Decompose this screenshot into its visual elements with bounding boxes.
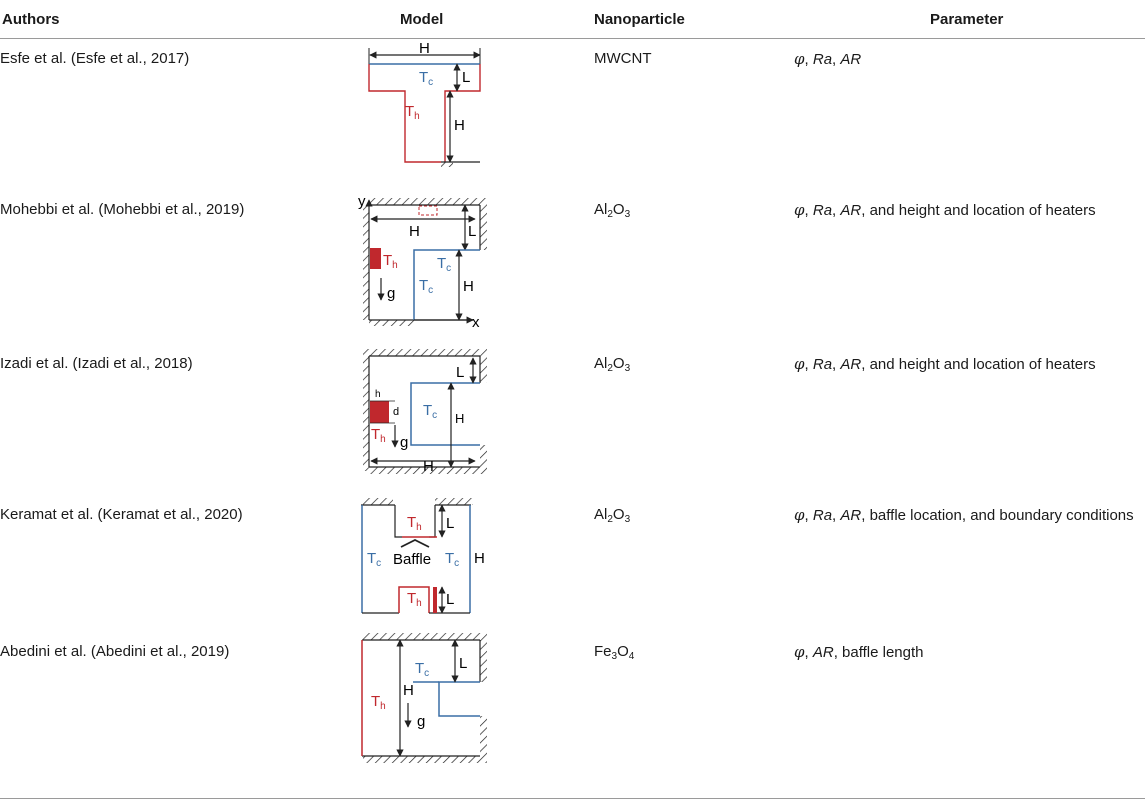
svg-text:Th: Th	[383, 252, 398, 271]
svg-text:Th: Th	[371, 693, 386, 712]
row5-authors: Abedini et al. (Abedini et al., 2019)	[0, 643, 230, 660]
row4-authors: Keramat et al. (Keramat et al., 2020)	[0, 506, 243, 523]
row2-parameter: φ, Ra, AR, and height and location of he…	[794, 201, 1096, 219]
header-nanoparticle: Nanoparticle	[594, 11, 685, 28]
row5-model-diagram: H L Tc Th g	[361, 633, 487, 763]
row4-model-diagram: L L H Th Th Tc Tc Baffle	[361, 498, 485, 614]
svg-text:Tc: Tc	[419, 69, 433, 88]
header-authors: Authors	[2, 11, 60, 28]
row1-H-side: H	[454, 117, 465, 134]
row4-L-bottom: L	[446, 591, 454, 608]
row1-model-diagram: H L H Tc Th	[368, 40, 481, 167]
row3-h-dim: h	[375, 389, 381, 400]
svg-text:Tc: Tc	[415, 660, 429, 679]
svg-text:Th: Th	[371, 426, 386, 445]
row1-nanoparticle: MWCNT	[594, 50, 652, 67]
svg-text:Th: Th	[407, 514, 422, 533]
row1-authors: Esfe et al. (Esfe et al., 2017)	[0, 50, 190, 67]
row3-parameter: φ, Ra, AR, and height and location of he…	[794, 355, 1096, 373]
svg-text:Tc: Tc	[367, 550, 381, 569]
row5-L: L	[459, 655, 467, 672]
row5-nanoparticle: Fe3O4	[594, 643, 635, 662]
svg-text:Tc: Tc	[423, 402, 437, 421]
row1-parameter: φ, Ra, AR	[794, 50, 862, 68]
row2-nanoparticle: Al2O3	[594, 201, 631, 220]
row2-L: L	[468, 223, 476, 240]
row2-H-side: H	[463, 278, 474, 295]
row2-g: g	[387, 285, 395, 302]
header-rule	[0, 38, 1145, 39]
row4-parameter: φ, Ra, AR, baffle location, and boundary…	[794, 506, 1134, 524]
row3-authors: Izadi et al. (Izadi et al., 2018)	[0, 355, 193, 372]
svg-text:Tc: Tc	[419, 277, 433, 296]
svg-text:Th: Th	[407, 590, 422, 609]
row3-H-bottom: H	[423, 458, 434, 475]
row3-H-side: H	[455, 411, 464, 426]
table-bottom-rule	[0, 798, 1145, 799]
row1-H-top: H	[419, 40, 430, 57]
row2-x-axis: x	[472, 314, 480, 331]
row3-g: g	[400, 434, 408, 451]
row5-H: H	[403, 682, 414, 699]
row2-model-diagram: y x H L H Th Tc Tc g	[358, 193, 487, 331]
row4-L-top: L	[446, 515, 454, 532]
row2-H-top: H	[409, 223, 420, 240]
row2-y-axis: y	[358, 193, 366, 210]
svg-text:Tc: Tc	[437, 255, 451, 274]
header-model: Model	[400, 11, 444, 28]
row3-nanoparticle: Al2O3	[594, 355, 631, 374]
row4-baffle-label: Baffle	[393, 551, 431, 568]
row3-L: L	[456, 364, 464, 381]
row5-parameter: φ, AR, baffle length	[794, 643, 924, 661]
row1-L: L	[462, 69, 470, 86]
row3-d-dim: d	[393, 406, 399, 418]
row5-g: g	[417, 713, 425, 730]
svg-text:Th: Th	[405, 103, 420, 122]
svg-text:Tc: Tc	[445, 550, 459, 569]
row2-authors: Mohebbi et al. (Mohebbi et al., 2019)	[0, 201, 245, 218]
row4-H: H	[474, 550, 485, 567]
row3-model-diagram: L H H h d Th Tc g	[363, 349, 487, 475]
header-parameter: Parameter	[930, 11, 1004, 28]
row4-nanoparticle: Al2O3	[594, 506, 631, 525]
